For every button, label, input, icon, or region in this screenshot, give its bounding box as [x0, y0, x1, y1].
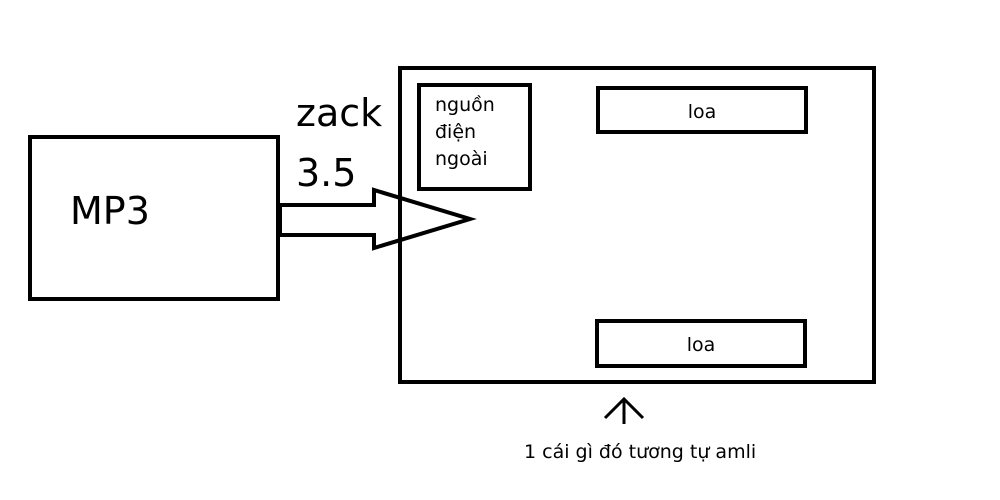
- jack-label-line2: 3.5: [296, 151, 356, 195]
- amplifier-box-node: [398, 66, 876, 384]
- mp3-player-label: MP3: [70, 189, 150, 233]
- external-power-label-line1: nguồn: [435, 94, 495, 116]
- mp3-player-box: [28, 135, 280, 301]
- speaker-bottom-label: loa: [687, 334, 716, 356]
- mp3-player-node: MP3: [28, 135, 280, 301]
- external-power-node: nguồn điện ngoài: [417, 83, 532, 191]
- external-power-label-line2: điện: [435, 121, 476, 143]
- speaker-top-label: loa: [688, 101, 717, 123]
- speaker-bottom-box: [595, 319, 807, 368]
- jack-arrow-connector: zack 3.5: [278, 91, 477, 251]
- speaker-top-box: [596, 86, 808, 134]
- amp-caption: 1 cái gì đó tương tự amli: [524, 441, 756, 463]
- external-power-box: [417, 83, 532, 191]
- jack-label-line1: zack: [296, 91, 382, 135]
- jack-arrow-shape: [278, 187, 477, 251]
- amp-pointer-head: [603, 396, 645, 420]
- external-power-label-line3: ngoài: [435, 148, 488, 170]
- amp-pointer-arrow: [603, 396, 645, 424]
- amplifier-box: [398, 66, 876, 384]
- speaker-top-node: loa: [596, 86, 808, 134]
- speaker-bottom-node: loa: [595, 319, 807, 368]
